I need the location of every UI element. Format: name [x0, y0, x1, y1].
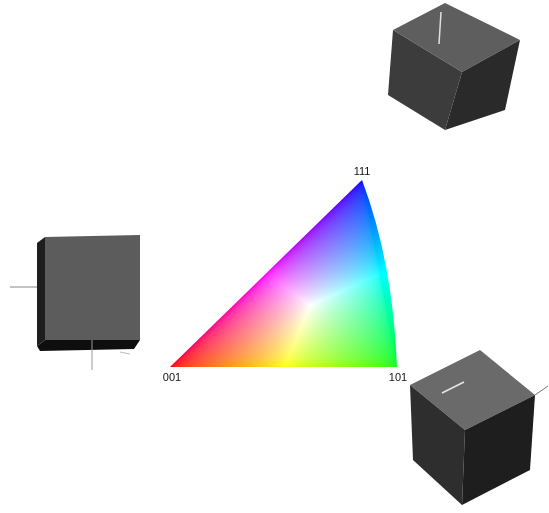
axis-label: 001: [163, 372, 181, 383]
axis-label: 111: [354, 166, 371, 177]
axis-label: 101: [389, 372, 407, 383]
